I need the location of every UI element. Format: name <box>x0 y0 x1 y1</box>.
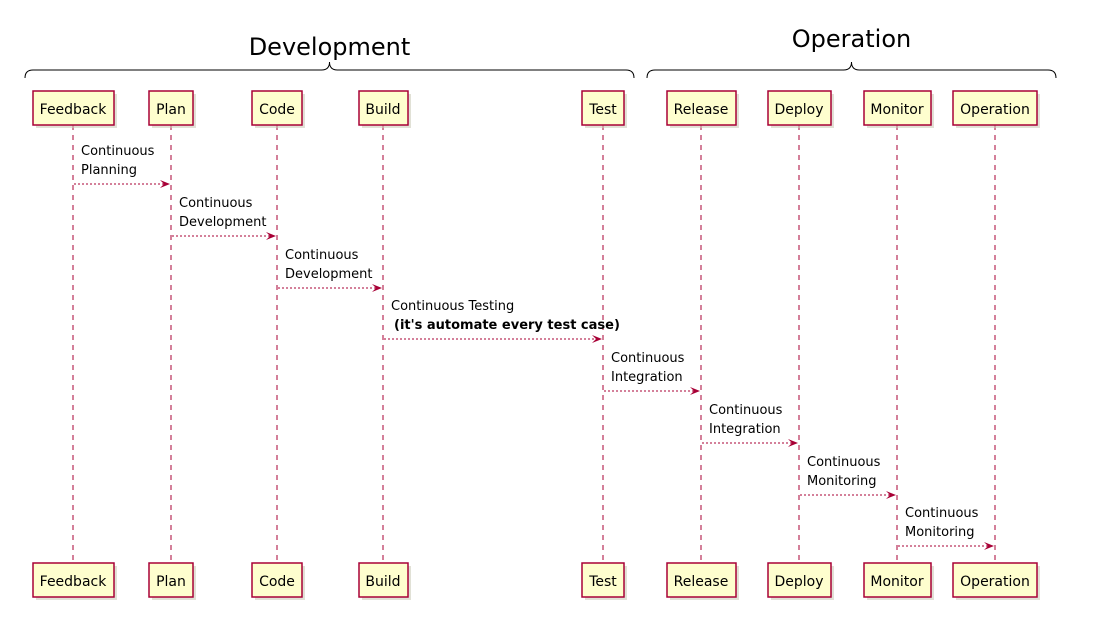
participant-label: Test <box>588 102 617 118</box>
message-label: Integration <box>709 422 781 437</box>
participant-box <box>666 90 737 126</box>
participant-label: Feedback <box>40 574 108 590</box>
participant-box <box>148 90 194 126</box>
message-label: Continuous <box>81 144 155 159</box>
participant-test-bottom: Test <box>581 562 627 600</box>
participant-box <box>952 90 1038 126</box>
participant-build-bottom: Build <box>358 562 411 600</box>
participant-label: Release <box>674 102 729 118</box>
message-label: Monitoring <box>905 525 975 540</box>
participant-box <box>767 90 832 126</box>
participant-deploy-bottom: Deploy <box>767 562 834 600</box>
participant-release-bottom: Release <box>666 562 739 600</box>
participant-label: Plan <box>156 102 186 118</box>
message-label: Planning <box>81 163 137 178</box>
participant-box <box>251 90 303 126</box>
participant-label: Release <box>674 574 729 590</box>
message-label: Development <box>179 215 267 230</box>
message-label: Continuous <box>611 351 685 366</box>
participant-label: Feedback <box>40 102 108 118</box>
group-operation: Operation <box>646 25 1057 79</box>
participant-code-top: Code <box>251 90 305 128</box>
lifeline-layer <box>72 125 996 563</box>
participant-box <box>148 562 194 598</box>
group-brace <box>646 61 1057 79</box>
participant-operation-bottom: Operation <box>952 562 1040 600</box>
message-label: Continuous <box>905 506 979 521</box>
participant-label: Deploy <box>774 574 823 590</box>
message-arrowhead <box>160 180 170 188</box>
participant-label: Monitor <box>870 102 923 118</box>
participant-deploy-top: Deploy <box>767 90 834 128</box>
participant-label: Operation <box>960 574 1030 590</box>
participant-box <box>251 562 303 598</box>
message-label: Continuous Testing <box>391 299 514 314</box>
participant-box <box>767 562 832 598</box>
participant-monitor-bottom: Monitor <box>863 562 934 600</box>
message-arrowhead <box>266 232 276 240</box>
participant-box <box>863 562 932 598</box>
group-title: Operation <box>792 25 911 53</box>
message-label: Continuous <box>285 248 359 263</box>
message-arrowhead <box>592 335 602 343</box>
participant-label: Test <box>588 574 617 590</box>
participant-label: Build <box>365 102 400 118</box>
participant-label: Plan <box>156 574 186 590</box>
participant-box <box>666 562 737 598</box>
participant-code-bottom: Code <box>251 562 305 600</box>
participant-label: Code <box>259 102 295 118</box>
message-label: Integration <box>611 370 683 385</box>
participant-feedback-top: Feedback <box>32 90 117 128</box>
group-brace <box>24 61 635 79</box>
message-label: (it's automate every test case) <box>394 318 620 333</box>
participant-plan-bottom: Plan <box>148 562 196 600</box>
participant-layer: FeedbackFeedbackPlanPlanCodeCodeBuildBui… <box>32 90 1040 600</box>
group-layer: Development Operation <box>24 25 1057 79</box>
participant-label: Operation <box>960 102 1030 118</box>
message-label: Development <box>285 267 373 282</box>
participant-label: Deploy <box>774 102 823 118</box>
message-label: Continuous <box>709 403 783 418</box>
participant-release-top: Release <box>666 90 739 128</box>
message-label: Continuous <box>179 196 253 211</box>
message-arrowhead <box>690 387 700 395</box>
participant-box <box>358 562 409 598</box>
participant-box <box>581 90 625 126</box>
participant-box <box>863 90 932 126</box>
participant-box <box>358 90 409 126</box>
participant-box <box>581 562 625 598</box>
message-label: Continuous <box>807 455 881 470</box>
participant-box <box>952 562 1038 598</box>
participant-feedback-bottom: Feedback <box>32 562 117 600</box>
message-arrowhead <box>886 491 896 499</box>
message-layer: ContinuousPlanningContinuousDevelopmentC… <box>74 144 994 550</box>
participant-operation-top: Operation <box>952 90 1040 128</box>
group-development: Development <box>24 33 635 79</box>
participant-plan-top: Plan <box>148 90 196 128</box>
participant-monitor-top: Monitor <box>863 90 934 128</box>
message-arrowhead <box>372 284 382 292</box>
participant-box <box>32 90 115 126</box>
participant-label: Code <box>259 574 295 590</box>
participant-box <box>32 562 115 598</box>
message-label: Monitoring <box>807 474 877 489</box>
participant-build-top: Build <box>358 90 411 128</box>
message-arrowhead <box>788 439 798 447</box>
participant-label: Build <box>365 574 400 590</box>
group-title: Development <box>249 33 411 61</box>
message-build-to-test: Continuous Testing (it's automate every t… <box>384 299 620 343</box>
message-arrowhead <box>984 542 994 550</box>
participant-label: Monitor <box>870 574 923 590</box>
participant-test-top: Test <box>581 90 627 128</box>
